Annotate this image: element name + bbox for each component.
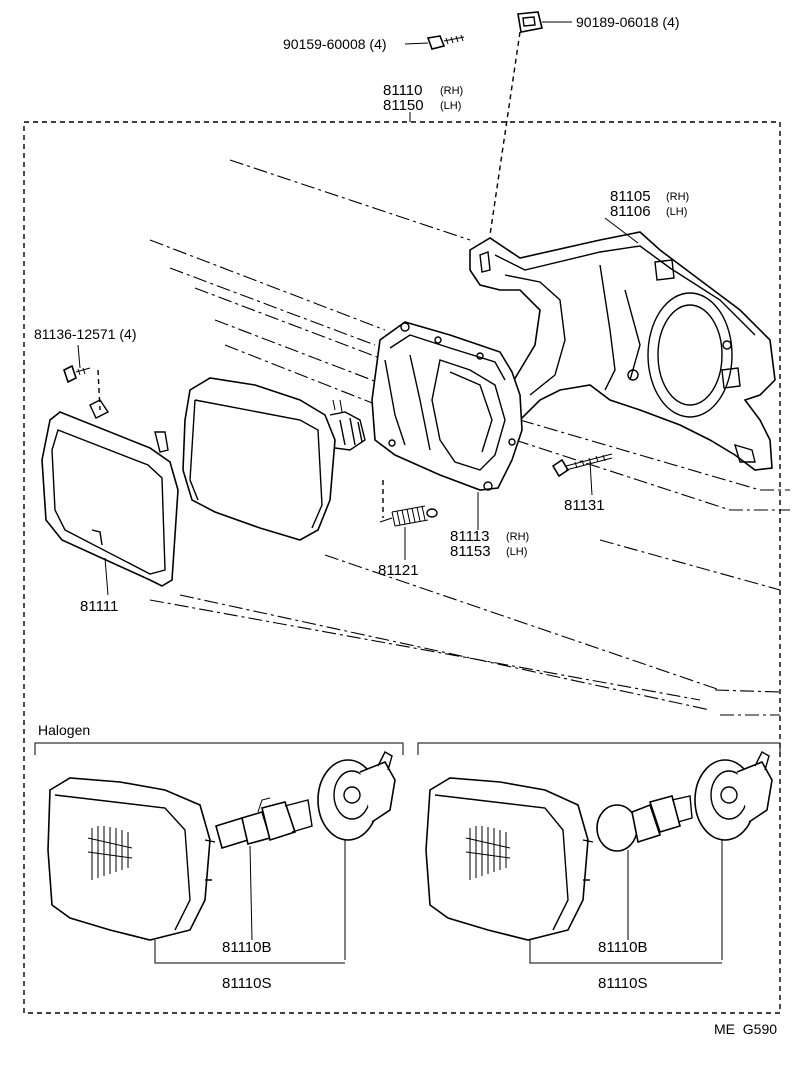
- label-socket-right: 81110S: [598, 975, 648, 992]
- label-bracket-lh-tag: (LH): [666, 206, 687, 218]
- label-bracket-rh-tag: (RH): [666, 191, 689, 203]
- label-socket-left: 81110S: [222, 975, 272, 992]
- label-assy-lh: 81150: [383, 97, 424, 114]
- halogen-socket-left-part: [317, 751, 396, 960]
- label-clip-top: 90189-06018 (4): [576, 14, 680, 30]
- label-bulb-left: 81110B: [222, 939, 272, 956]
- assembly-frame: [23, 112, 781, 1014]
- label-housing-lh: 81153: [450, 543, 491, 560]
- label-bracket-lh: 81106: [610, 203, 651, 220]
- sealed-beam-lamp-part: [182, 377, 366, 541]
- halogen-bulb-right-part: [596, 795, 693, 940]
- label-halogen: Halogen: [38, 722, 90, 738]
- label-spring: 81121: [378, 562, 419, 579]
- mounting-bracket-part: [469, 217, 776, 471]
- retaining-ring-part: [41, 399, 179, 596]
- label-assy-rh: 81110: [383, 82, 423, 99]
- clip-top-part: [489, 11, 572, 236]
- label-footer-code: ME G590: [714, 1021, 777, 1037]
- screw-left-part: [63, 344, 101, 411]
- halogen-leader-left: [154, 940, 345, 964]
- label-bracket-rh: 81105: [610, 188, 651, 205]
- label-ring: 81111: [80, 598, 118, 615]
- label-bulb-right: 81110B: [598, 939, 648, 956]
- label-housing-rh: 81113: [450, 528, 490, 545]
- label-housing-lh-tag: (LH): [506, 546, 527, 558]
- label-screw-top: 90159-60008 (4): [283, 36, 387, 52]
- halogen-leader-right: [529, 940, 722, 964]
- bolt-part: [551, 453, 613, 496]
- halogen-lamp-left-part: [47, 777, 216, 941]
- spring-part: [379, 480, 438, 560]
- halogen-lamp-right-part: [425, 777, 594, 941]
- label-bolt: 81131: [564, 497, 605, 514]
- label-screw-left: 81136-12571 (4): [34, 326, 136, 342]
- body-outline: [149, 159, 790, 716]
- halogen-brackets: [34, 742, 781, 755]
- label-assy-lh-tag: (LH): [440, 100, 461, 112]
- headlamp-housing-part: [371, 321, 523, 530]
- halogen-bulb-left-part: [215, 797, 313, 941]
- label-housing-rh-tag: (RH): [506, 531, 529, 543]
- screw-top-part: [404, 34, 465, 50]
- halogen-socket-right-part: [694, 751, 773, 960]
- label-assy-rh-tag: (RH): [440, 85, 463, 97]
